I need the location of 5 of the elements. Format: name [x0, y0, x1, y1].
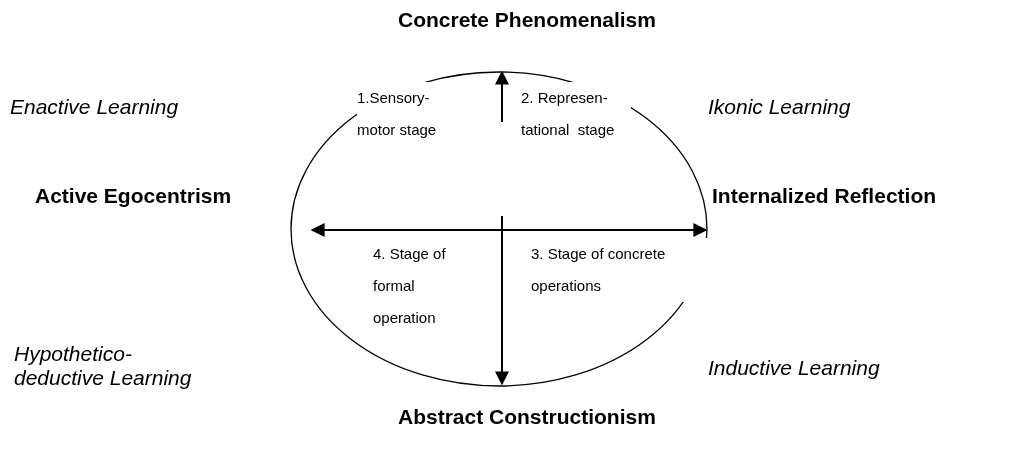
learning-label: Ikonic Learning [708, 95, 851, 119]
learning-label: Enactive Learning [10, 95, 179, 119]
stage-label: 3. Stage of concrete operations [531, 238, 711, 302]
learning-label: Inductive Learning [708, 356, 880, 380]
learning-label: Hypothetico-deductive Learning [14, 342, 193, 390]
